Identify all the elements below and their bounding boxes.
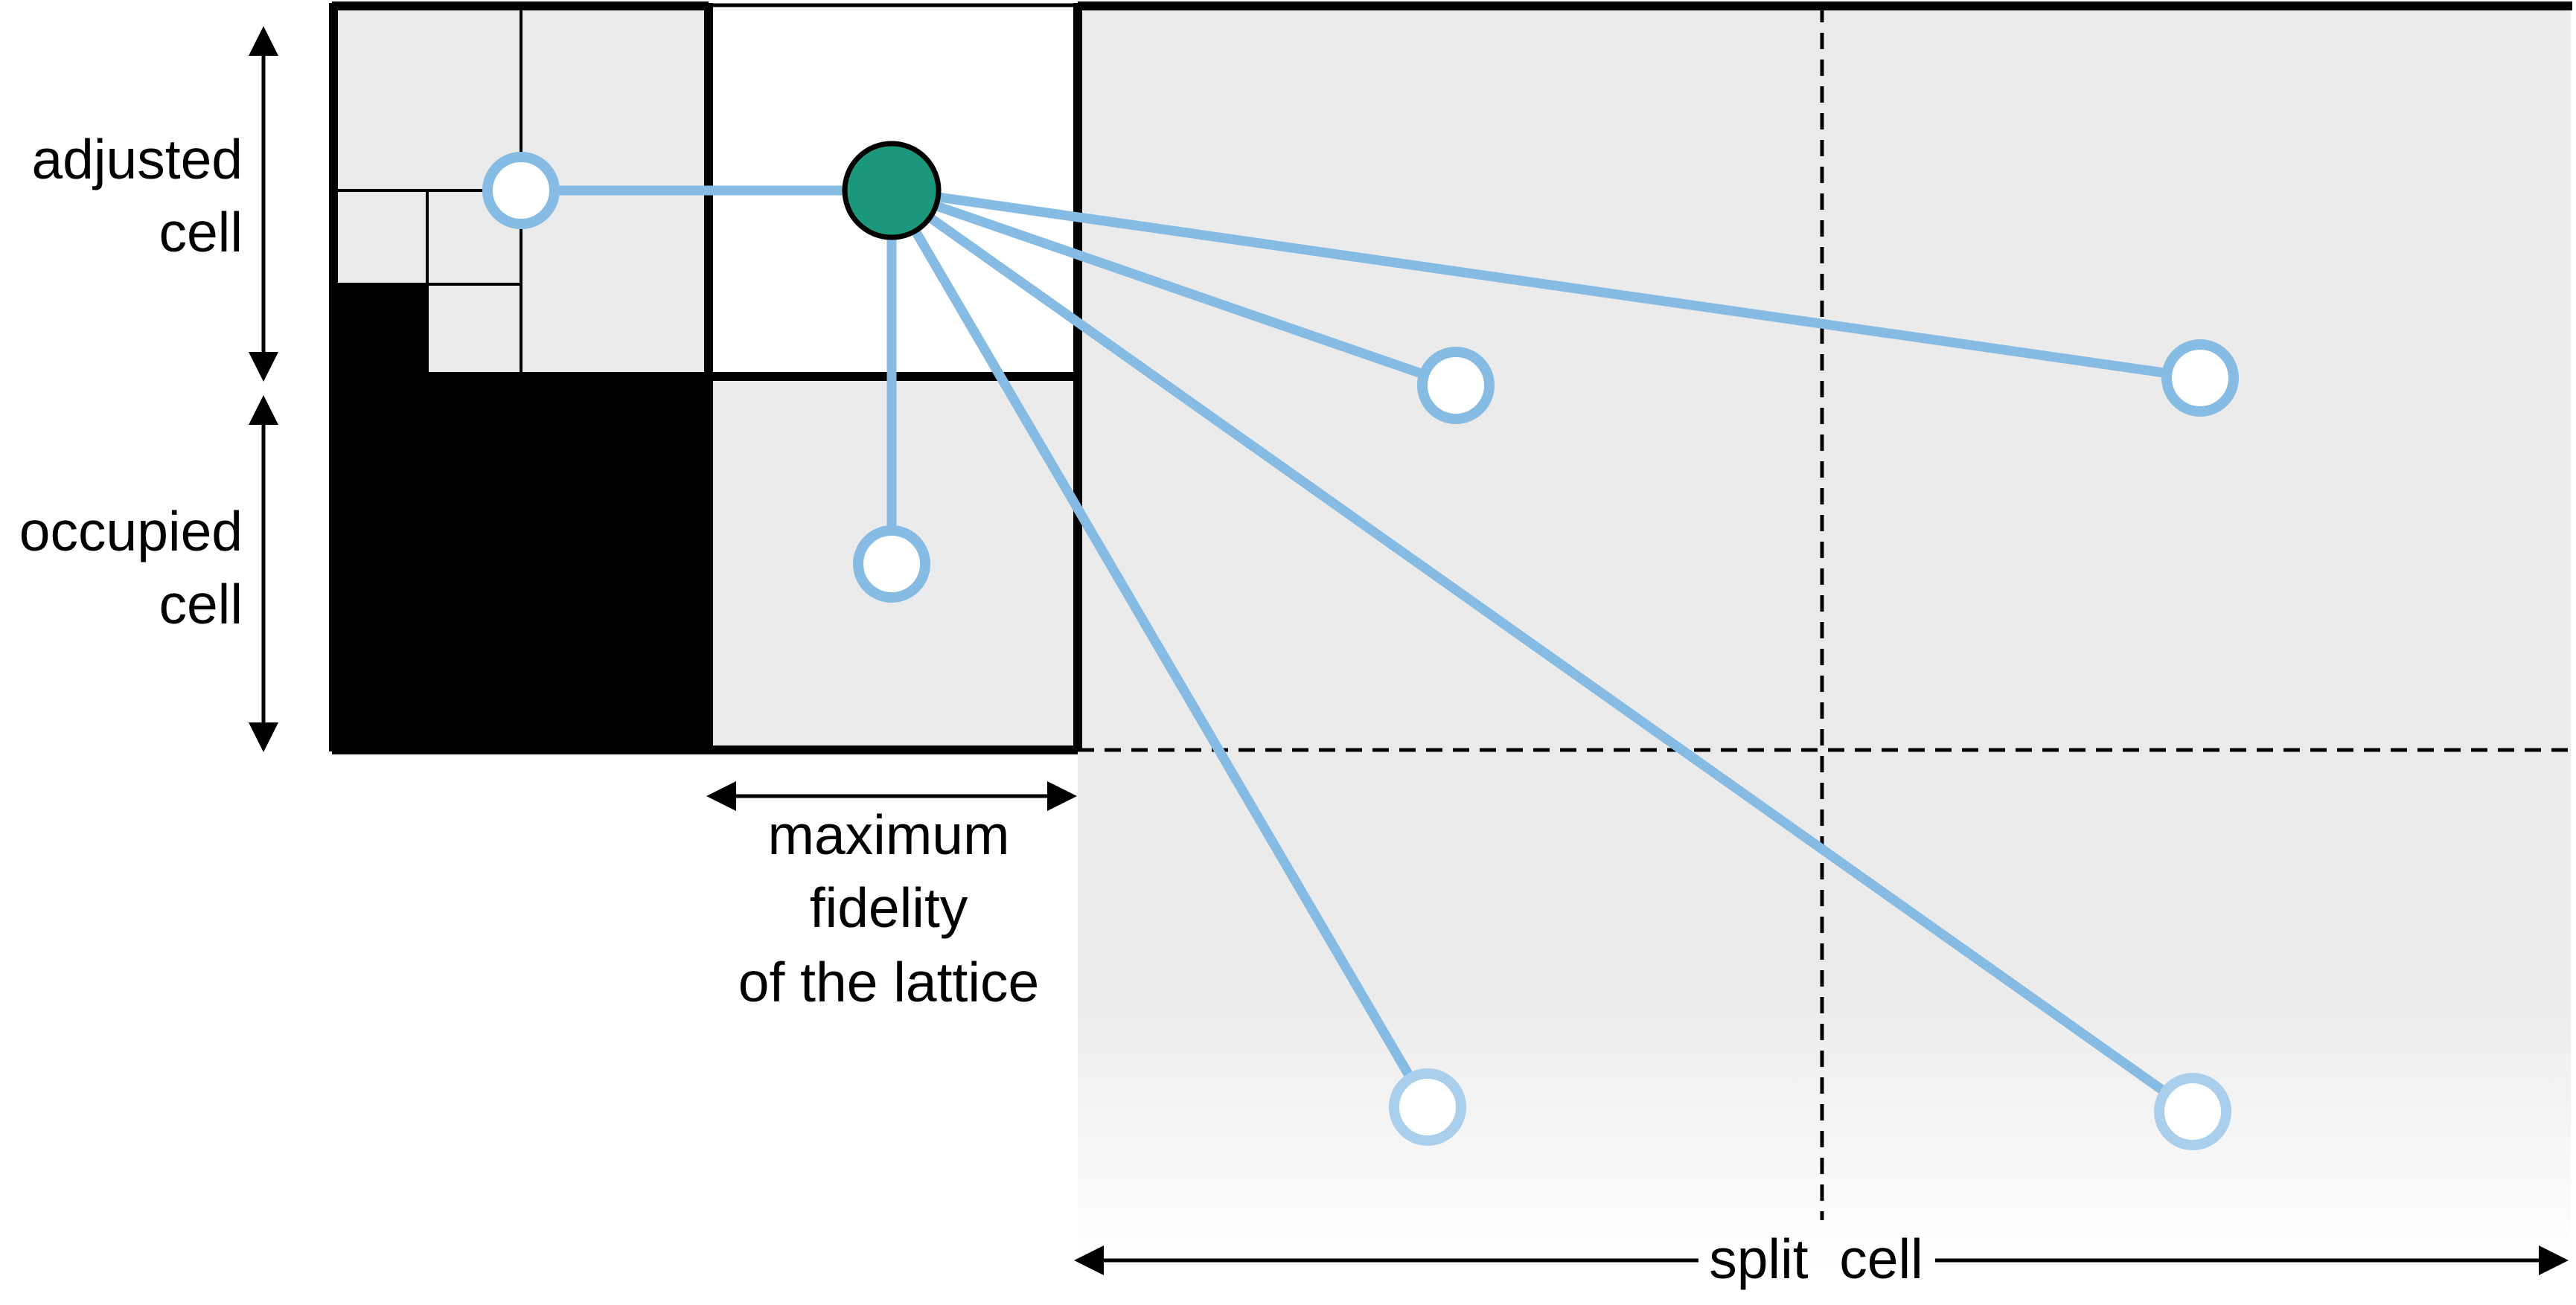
adjusted-cell-label-line2: cell — [159, 201, 243, 263]
link — [886, 185, 1461, 391]
neighbor-node — [482, 152, 560, 229]
max-fidelity-label-line2: fidelity — [810, 876, 968, 939]
neighbor-node — [853, 525, 930, 603]
source-node — [842, 141, 942, 240]
dimension-arrows — [249, 25, 2569, 1275]
occupied-cell-label-line1: occupied — [19, 500, 243, 562]
labels: adjusted cell occupied cell maximum fide… — [19, 128, 1923, 1290]
occupied-cell-label-line2: cell — [159, 573, 243, 635]
neighbor-node — [1389, 1068, 1466, 1146]
max-fidelity-label-line3: of the lattice — [738, 951, 1039, 1013]
split-cell-label: split cell — [1709, 1228, 1923, 1290]
link — [886, 185, 1433, 1112]
link — [886, 185, 2205, 383]
neighbor-node — [1417, 347, 1495, 424]
occupied-subcell — [333, 284, 427, 376]
link — [886, 185, 2198, 1117]
links — [516, 185, 2205, 1117]
nodes — [482, 141, 2239, 1150]
neighbor-node — [2161, 339, 2239, 417]
split-cell — [1078, 6, 2571, 1271]
max-fidelity-label-line1: maximum — [767, 804, 1009, 866]
occupied-cell — [333, 376, 707, 750]
adjusted-cell-label-line1: adjusted — [31, 128, 243, 190]
neighbor-node — [2154, 1073, 2231, 1150]
